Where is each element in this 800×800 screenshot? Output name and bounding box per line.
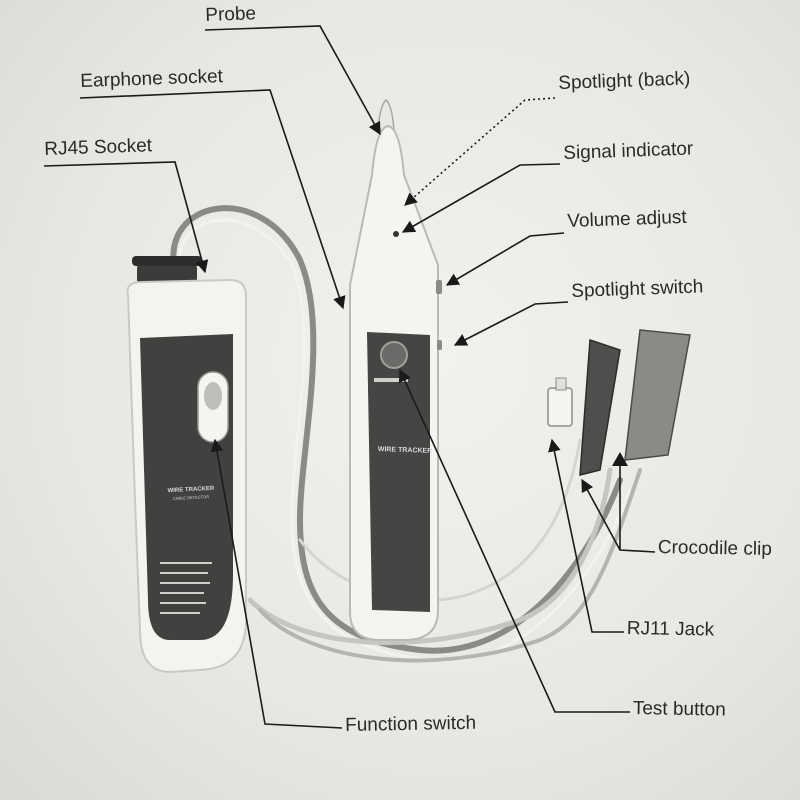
crocodile-clip-black <box>579 338 621 476</box>
crocodile-clip-red <box>624 329 691 461</box>
label-volume-adjust: Volume adjust <box>566 206 687 232</box>
label-earphone-socket: Earphone socket <box>79 66 224 92</box>
label-signal-indicator: Signal indicator <box>562 138 694 164</box>
label-rj11-jack: RJ11 Jack <box>626 618 715 641</box>
test-button <box>380 341 408 369</box>
volume-adjust-wheel <box>436 280 442 294</box>
spotlight-switch <box>437 340 442 350</box>
label-crocodile-clip: Crocodile clip <box>657 537 773 560</box>
rj45-socket <box>137 263 197 285</box>
probe-device <box>349 99 442 641</box>
rj11-jack <box>547 387 573 427</box>
label-spotlight-switch: Spotlight switch <box>570 276 704 302</box>
leader-lines <box>43 25 656 729</box>
label-function-switch: Function switch <box>344 712 477 736</box>
transmitter-device <box>126 256 247 674</box>
connectors <box>547 329 691 476</box>
label-rj45-socket: RJ45 Socket <box>43 135 153 160</box>
label-test-button: Test button <box>632 698 726 721</box>
label-probe: Probe <box>204 3 257 26</box>
cables <box>170 205 642 663</box>
label-spotlight-back: Spotlight (back) <box>557 68 691 94</box>
signal-indicator <box>393 231 399 237</box>
